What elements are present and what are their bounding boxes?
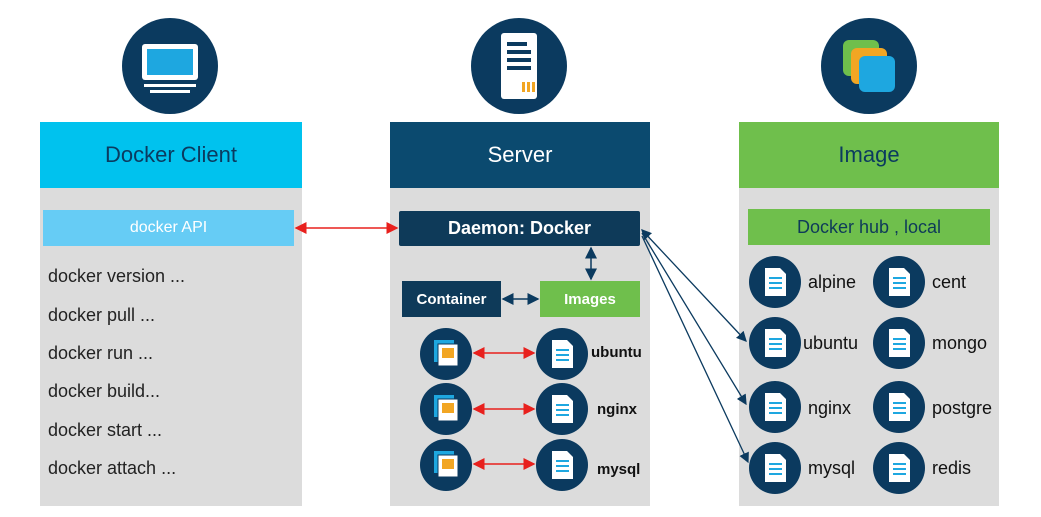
- server-title: Server: [487, 142, 553, 167]
- hub-image-label: mongo: [932, 333, 988, 353]
- images-box: Images: [540, 281, 640, 317]
- server-image-label: nginx: [597, 401, 637, 418]
- server-header: Server: [390, 122, 650, 188]
- hub-image-label: alpine: [808, 272, 857, 292]
- docker-api-bar: docker API: [43, 210, 294, 246]
- container-icon: [420, 439, 472, 491]
- client-header: Docker Client: [40, 122, 302, 188]
- document-icon: [873, 381, 925, 433]
- client-title: Docker Client: [104, 142, 238, 167]
- hub-image-label: ubuntu: [803, 333, 859, 353]
- document-icon: [536, 328, 588, 380]
- command-item: docker start ...: [48, 420, 163, 440]
- container-icon: [420, 383, 472, 435]
- document-icon: [873, 442, 925, 494]
- daemon-box: Daemon: Docker: [399, 211, 640, 246]
- hub-image-label: redis: [932, 458, 972, 478]
- document-icon: [873, 256, 925, 308]
- command-item: docker version ...: [48, 266, 186, 286]
- monitor-icon: [122, 18, 218, 114]
- document-icon: [749, 256, 801, 308]
- container-box: Container: [402, 281, 501, 317]
- hub-image-label: postgre: [932, 398, 993, 418]
- hub-image-label: cent: [932, 272, 967, 292]
- image-header: Image: [739, 122, 999, 188]
- command-item: docker pull ...: [48, 305, 156, 325]
- daemon-hub-arrow: [641, 229, 747, 342]
- hub-image-label: nginx: [808, 398, 852, 418]
- daemon-label: Daemon: Docker: [447, 218, 592, 238]
- hub-image-label: mysql: [808, 458, 856, 478]
- document-icon: [749, 317, 801, 369]
- document-icon: [873, 317, 925, 369]
- daemon-hub-arrow: [641, 235, 749, 464]
- image-title: Image: [838, 142, 900, 167]
- document-icon: [536, 383, 588, 435]
- container-icon: [420, 328, 472, 380]
- docker-hub-bar: Docker hub , local: [748, 209, 990, 245]
- document-icon: [536, 439, 588, 491]
- server-image-label: mysql: [597, 461, 641, 478]
- daemon-hub-arrow: [641, 232, 747, 406]
- container-label: Container: [416, 290, 487, 308]
- docker-hub-label: Docker hub , local: [796, 216, 942, 237]
- images-label: Images: [564, 290, 616, 308]
- server-tower-icon: [471, 18, 567, 114]
- command-item: docker attach ...: [48, 458, 177, 478]
- document-icon: [749, 381, 801, 433]
- command-item: docker run ...: [48, 343, 154, 363]
- document-icon: [749, 442, 801, 494]
- docker-api-label: docker API: [129, 219, 208, 236]
- stacked-layers-icon: [821, 18, 917, 114]
- command-item: docker build...: [48, 381, 161, 401]
- server-image-label: ubuntu: [591, 344, 642, 361]
